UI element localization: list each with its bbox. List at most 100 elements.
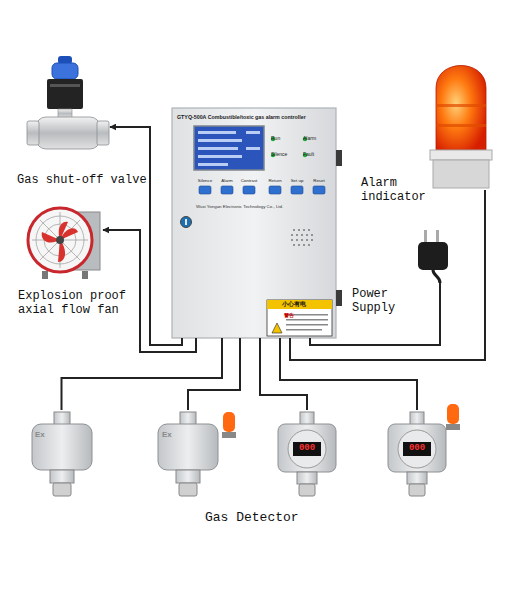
ex-gas-detector xyxy=(223,412,235,432)
buzzer-grille xyxy=(308,244,310,246)
digital-gas-detector xyxy=(398,430,436,468)
buzzer-grille xyxy=(291,234,293,236)
lcd-screen xyxy=(198,163,228,166)
strobe-lamp xyxy=(436,124,486,127)
digital-gas-detector xyxy=(388,404,460,496)
lcd-screen xyxy=(194,126,264,170)
ex-gas-detector xyxy=(222,432,236,438)
lcd-screen xyxy=(198,131,236,134)
power-plug xyxy=(418,242,448,270)
buzzer-grille xyxy=(311,239,313,241)
strobe-lamp xyxy=(430,66,492,189)
device-label: Gas shut-off valve xyxy=(17,174,167,188)
lcd-screen xyxy=(246,147,260,150)
solenoid-valve xyxy=(47,79,83,109)
ex-gas-detector xyxy=(32,424,92,470)
digital-gas-detector xyxy=(299,484,315,496)
display-digits: 000 xyxy=(293,443,321,453)
solenoid-valve xyxy=(58,56,72,64)
strobe-lamp xyxy=(430,150,492,160)
maker-name: Wuxi Yongan Electronic Technology Co., L… xyxy=(196,204,316,209)
lcd-screen xyxy=(246,131,260,134)
ex-gas-detector xyxy=(179,483,197,496)
digital-gas-detector xyxy=(288,430,326,468)
alarm-indicator: Alarm indicator xyxy=(425,55,495,190)
solenoid-valve xyxy=(36,117,100,149)
digital-gas-detector xyxy=(300,412,314,425)
signal-wire xyxy=(62,338,223,410)
digital-gas-detector xyxy=(297,472,317,484)
led-label: Alarm xyxy=(303,136,333,142)
buzzer-grille xyxy=(306,239,308,241)
axial-fan xyxy=(44,224,76,256)
buzzer-grille xyxy=(306,234,308,236)
door-lock xyxy=(181,217,192,228)
buzzer-grille xyxy=(303,244,305,246)
digital-gas-detector xyxy=(278,412,336,496)
shut-off-valve: Gas shut-off valve xyxy=(25,62,110,155)
device-label: Power Supply xyxy=(352,288,404,316)
control-arrow xyxy=(103,230,196,352)
axial-fan xyxy=(36,216,84,264)
display-digits: 000 xyxy=(403,443,431,453)
buzzer-grille xyxy=(293,244,295,246)
warning-sticker xyxy=(286,324,328,326)
strobe-lamp xyxy=(436,66,486,151)
controller-cabinet xyxy=(172,108,336,338)
digital-gas-detector xyxy=(407,472,427,484)
button-label: Alarm xyxy=(216,178,238,183)
buzzer-grille xyxy=(298,229,300,231)
warning-text: 警告 xyxy=(284,313,304,319)
power-plug xyxy=(418,230,448,283)
signal-wire xyxy=(188,338,240,410)
lcd-screen xyxy=(198,139,242,142)
axial-fan xyxy=(82,271,88,279)
push-buttons xyxy=(313,186,325,194)
gas-detector: Ex xyxy=(28,410,95,498)
power-supply: Power Supply xyxy=(410,228,455,283)
digital-gas-detector xyxy=(447,404,459,424)
ex-gas-detector xyxy=(32,412,92,496)
gas-detector: 000 xyxy=(384,410,450,498)
solenoid-valve xyxy=(58,109,72,118)
lcd-screen xyxy=(198,155,242,158)
push-buttons xyxy=(243,186,255,194)
axial-fan xyxy=(28,208,100,279)
door-lock xyxy=(181,217,192,228)
controller-cabinet xyxy=(336,290,342,306)
digital-gas-detector xyxy=(409,484,425,496)
ex-gas-detector xyxy=(180,412,196,425)
axial-fan xyxy=(42,271,48,279)
ex-gas-detector xyxy=(50,470,74,483)
buzzer-grille xyxy=(301,234,303,236)
axial-fan xyxy=(62,212,100,270)
digital-gas-detector xyxy=(446,424,460,430)
buzzer-grille xyxy=(308,229,310,231)
axial-fan xyxy=(42,222,78,262)
panel-title: GTYQ-500A Combustible/toxic gas alarm co… xyxy=(177,114,333,120)
buzzer-grille xyxy=(296,239,298,241)
digital-gas-detector xyxy=(278,424,336,472)
axial-fan: Explosion proof axial flow fan xyxy=(28,198,103,280)
controller-cabinet xyxy=(172,108,342,338)
digital-gas-detector xyxy=(403,442,431,456)
solenoid-valve xyxy=(27,121,39,145)
push-buttons xyxy=(199,186,211,194)
lcd-screen xyxy=(194,126,264,170)
buzzer-grille xyxy=(311,234,313,236)
button-label: Contrast xyxy=(238,178,260,183)
device-label: Explosion proof axial flow fan xyxy=(18,290,132,318)
warning-sticker xyxy=(286,329,322,331)
push-buttons xyxy=(269,186,281,194)
led-label: Run xyxy=(271,136,297,142)
ex-gas-detector xyxy=(158,424,218,470)
gas-detector: Ex xyxy=(155,410,221,498)
button-label: Silence xyxy=(194,178,216,183)
signal-wire xyxy=(280,338,417,410)
axial-fan xyxy=(28,208,92,272)
buzzer-grille xyxy=(296,234,298,236)
lcd-screen xyxy=(198,147,238,150)
solenoid-valve xyxy=(50,84,80,87)
